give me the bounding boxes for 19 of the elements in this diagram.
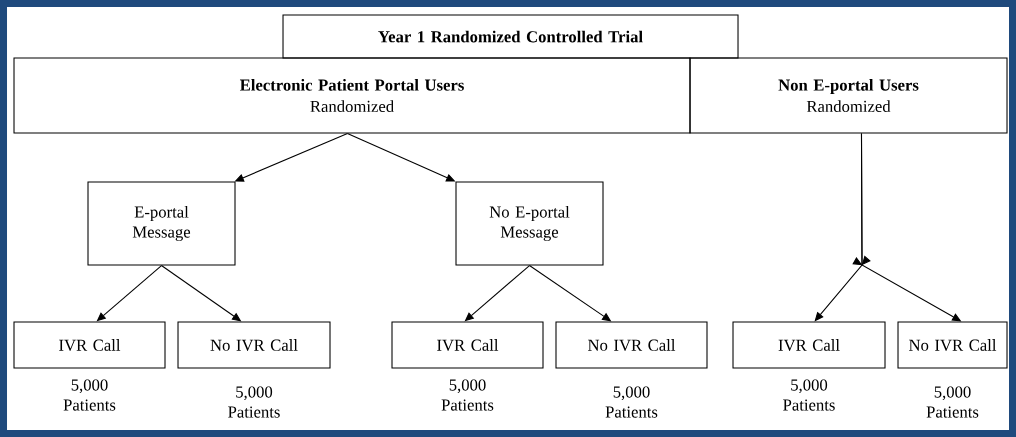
- patient-count: 5,000 Patients: [605, 386, 658, 418]
- patient-count: 5,000 Patients: [63, 379, 116, 411]
- outcome-box: No IVR Call: [177, 321, 331, 369]
- outcome-box: No IVR Call: [555, 321, 708, 369]
- patient-count: 5,000 Patients: [783, 379, 835, 411]
- group-box: Electronic Patient Portal Users Randomized: [13, 57, 691, 134]
- outcome-box: IVR Call: [13, 321, 166, 369]
- heading-box: Year 1 Randomized Controlled Trial: [282, 14, 739, 59]
- patient-count: 5,000 Patients: [441, 379, 494, 411]
- patient-count: 5,000 Patients: [926, 386, 979, 418]
- arm-box: E-portal Message: [87, 181, 236, 266]
- arm-box: No E-portal Message: [455, 181, 604, 266]
- outcome-box: IVR Call: [391, 321, 544, 369]
- arrow: [96, 265, 162, 322]
- patient-count: 5,000 Patients: [228, 386, 280, 418]
- outcome-box: No IVR Call: [897, 321, 1008, 369]
- arrow: [464, 265, 530, 322]
- outcome-box: IVR Call: [732, 321, 886, 369]
- group-box: Non E-portal Users Randomized: [689, 57, 1008, 134]
